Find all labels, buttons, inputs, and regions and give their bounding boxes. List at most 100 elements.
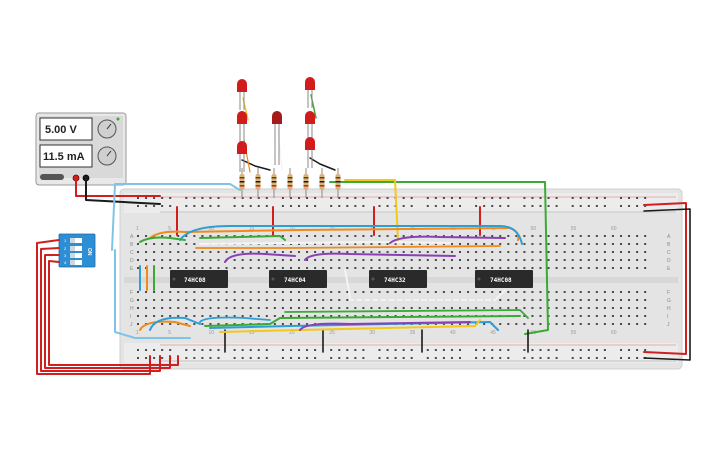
wire-blue-upper [179, 225, 523, 245]
row-label-left: B [130, 242, 134, 248]
chip-4[interactable]: 74HC08 [475, 270, 533, 288]
column-label-top: 50 [530, 226, 536, 232]
led-3[interactable] [237, 141, 247, 172]
row-label-right: E [667, 266, 671, 272]
column-label-bottom: 40 [450, 330, 456, 336]
column-label-top: 5 [168, 226, 171, 232]
wire-white-upper [199, 241, 451, 245]
chips[interactable]: 74HC08 74HC04 74HC32 74HC08 [170, 270, 533, 288]
wires[interactable] [36, 94, 691, 375]
resistor-7[interactable] [335, 168, 341, 198]
led-2[interactable] [237, 111, 247, 142]
resistor-4[interactable] [287, 168, 293, 198]
row-label-right: C [667, 250, 671, 256]
wire-psu-positive [75, 177, 161, 197]
row-label-right: I [667, 314, 668, 320]
column-label-bottom: 60 [611, 330, 617, 336]
wire-right-rail-red [643, 202, 687, 355]
row-label-left: J [130, 322, 133, 328]
dip-toggle-3[interactable] [70, 253, 82, 258]
leds[interactable] [237, 77, 315, 172]
dip-number-1: 1 [64, 238, 67, 243]
wire-green-lower [204, 315, 521, 327]
wire-blue-outer [111, 183, 241, 251]
wire-blue-outer-lower [114, 249, 191, 339]
row-label-right: F [667, 290, 670, 296]
wire-white-diagonal [344, 269, 506, 301]
wire-led-black-1 [241, 159, 271, 171]
row-label-right: B [667, 242, 671, 248]
led-6[interactable] [305, 111, 315, 140]
resistor-3[interactable] [271, 168, 277, 198]
column-label-top: 60 [611, 226, 617, 232]
wire-purple-lower-2 [304, 252, 456, 261]
resistor-5[interactable] [303, 168, 309, 198]
chip-3[interactable]: 74HC32 [369, 270, 427, 288]
wire-green-top [329, 181, 549, 335]
chip-2-label: 74HC04 [284, 277, 306, 284]
wire-dip-4 [48, 260, 179, 366]
row-label-right: H [667, 306, 671, 312]
wire-green-lower-2 [284, 309, 529, 319]
current-readout: 11.5 mA [43, 151, 85, 163]
dip-switch[interactable]: ON 1 2 3 4 [58, 233, 96, 268]
dip-number-2: 2 [64, 246, 67, 251]
row-label-left: I [130, 314, 131, 320]
column-label-top: 20 [289, 226, 295, 232]
column-label-top: 10 [208, 226, 214, 232]
column-label-bottom: 20 [289, 330, 295, 336]
resistor-2[interactable] [255, 168, 261, 198]
power-supply[interactable]: 5.00 V 11.5 mA [35, 112, 127, 186]
wire-right-rail-black [643, 208, 691, 361]
led-1[interactable] [237, 79, 247, 110]
row-label-left: E [130, 266, 134, 272]
row-label-left: H [130, 306, 134, 312]
voltage-readout: 5.00 V [45, 124, 77, 136]
column-label-bottom: 5 [168, 330, 171, 336]
dip-number-3: 3 [64, 253, 67, 258]
chip-1-label: 74HC08 [184, 277, 206, 284]
wire-green-upper [139, 236, 186, 243]
row-label-left: D [130, 258, 134, 264]
wire-psu-negative [85, 177, 161, 205]
power-switch[interactable] [40, 174, 64, 180]
led-7[interactable] [305, 137, 315, 168]
dip-toggle-1[interactable] [70, 238, 82, 243]
row-label-right: G [667, 298, 671, 304]
wire-purple-upper [389, 235, 506, 244]
row-label-right: D [667, 258, 671, 264]
row-label-left: A [130, 234, 134, 240]
current-display: 11.5 mA [39, 144, 93, 168]
voltage-display: 5.00 V [39, 117, 93, 141]
resistors[interactable] [239, 168, 341, 198]
status-led-icon [116, 117, 120, 121]
dip-toggle-2[interactable] [70, 246, 82, 251]
column-label-bottom: 10 [208, 330, 214, 336]
wire-yellow-lower [219, 319, 481, 333]
wire-purple-lower [224, 252, 296, 263]
column-label-bottom: 55 [571, 330, 577, 336]
column-label-bottom: 30 [369, 330, 375, 336]
resistor-6[interactable] [319, 168, 325, 198]
row-label-left: C [130, 250, 134, 256]
resistor-1[interactable] [239, 168, 245, 198]
row-label-left: F [130, 290, 133, 296]
wire-blue-lower-3 [199, 316, 271, 323]
chip-1[interactable]: 74HC08 [170, 270, 228, 288]
wire-yellow-top [344, 179, 399, 241]
column-label-bottom: 15 [249, 330, 255, 336]
column-label-top: 1 [136, 226, 139, 232]
column-label-top: 15 [249, 226, 255, 232]
row-label-right: A [667, 234, 671, 240]
led-5[interactable] [305, 77, 315, 108]
dip-number-4: 4 [64, 260, 67, 265]
wire-orange-middle [195, 245, 501, 249]
wire-led-black-2 [309, 157, 336, 171]
led-4[interactable] [272, 111, 282, 165]
column-label-bottom: 25 [329, 330, 335, 336]
dip-toggle-4[interactable] [70, 260, 82, 265]
chip-2[interactable]: 74HC04 [269, 270, 327, 288]
column-label-bottom: 45 [490, 330, 496, 336]
